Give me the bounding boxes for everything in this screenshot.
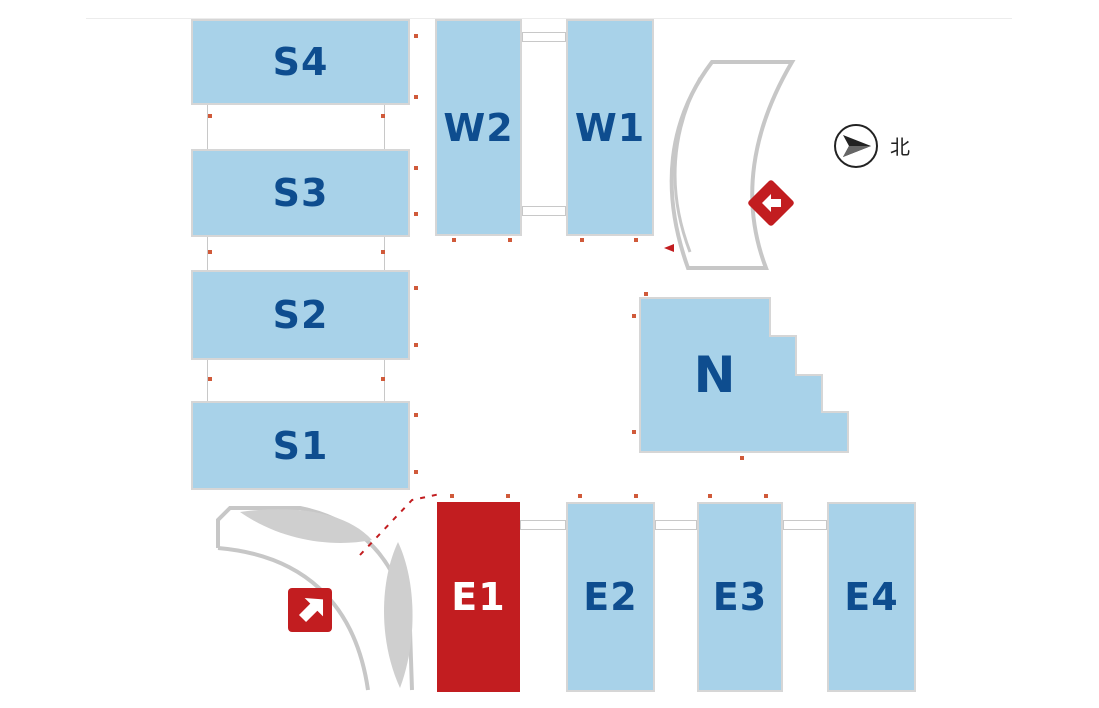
top-divider — [86, 18, 1012, 19]
hall-s4[interactable]: S4 — [191, 19, 410, 105]
entrance-icon-northeast[interactable] — [747, 179, 795, 227]
hall-n[interactable] — [639, 297, 849, 453]
connector-e2-e3 — [655, 520, 697, 530]
hall-e1[interactable]: E1 — [437, 502, 520, 692]
hall-s2[interactable]: S2 — [191, 270, 410, 360]
hall-s2-label: S2 — [272, 293, 329, 337]
connector-e3-e4 — [783, 520, 827, 530]
road-outline-inner — [217, 546, 370, 691]
hall-s1-label: S1 — [272, 423, 329, 468]
hall-s3-label: S3 — [272, 171, 329, 215]
hall-e4-label: E4 — [844, 575, 899, 619]
north-label: 北 — [890, 135, 910, 159]
hall-w2-label: W2 — [443, 105, 514, 150]
hall-e2[interactable]: E2 — [566, 502, 655, 692]
connector-w2-w1-bottom — [522, 206, 566, 216]
curved-building-inner — [673, 77, 702, 253]
hall-s3[interactable]: S3 — [191, 149, 410, 237]
road-island-upper — [240, 509, 372, 543]
curved-building-outline — [669, 60, 796, 270]
hall-e3-label: E3 — [712, 575, 768, 619]
hall-s1[interactable]: S1 — [191, 401, 410, 490]
hall-e2-label: E2 — [583, 575, 638, 619]
compass-icon — [834, 124, 878, 168]
hall-s4-label: S4 — [272, 40, 329, 84]
entrance-icon-southwest[interactable] — [288, 588, 332, 632]
hall-n-label: N — [693, 346, 737, 404]
hall-e3[interactable]: E3 — [697, 502, 783, 692]
hall-w2[interactable]: W2 — [435, 19, 522, 236]
walkway-arrows — [359, 493, 441, 556]
road-island-lower — [384, 542, 413, 688]
door-markers — [208, 34, 768, 498]
walkway-arrow-head — [664, 244, 674, 252]
connector-e1-e2 — [520, 520, 566, 530]
hall-n-label-wrap: N — [640, 298, 790, 452]
hall-w1[interactable]: W1 — [566, 19, 654, 236]
hall-e4[interactable]: E4 — [827, 502, 916, 692]
hall-w1-label: W1 — [574, 105, 646, 150]
hall-e1-label: E1 — [451, 575, 506, 619]
connector-w2-w1-top — [522, 32, 566, 42]
